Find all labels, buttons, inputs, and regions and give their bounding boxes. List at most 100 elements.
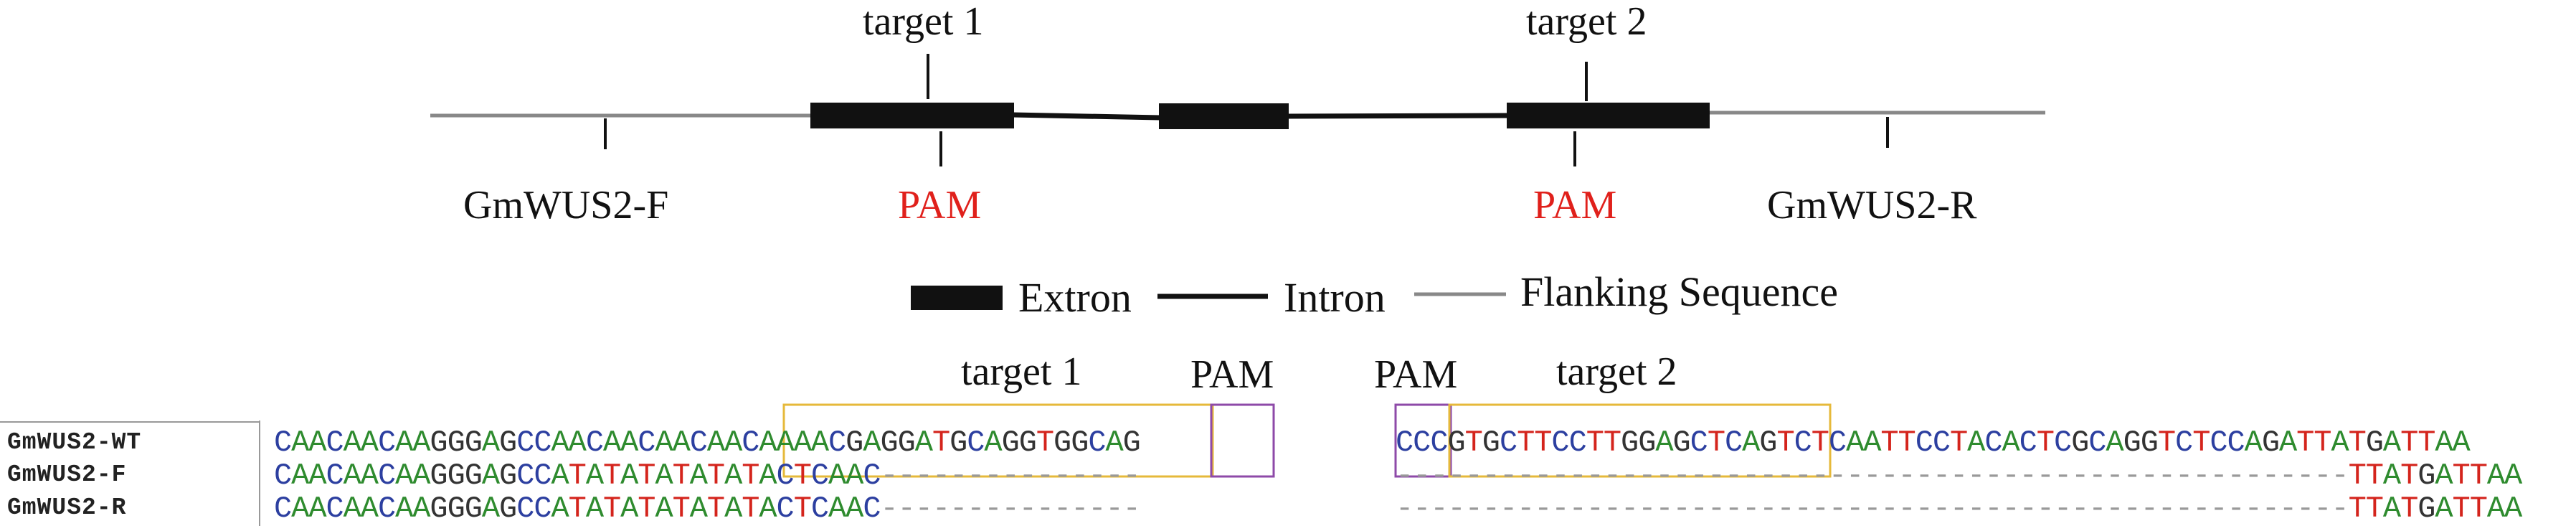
nucleotide-T: T (1950, 426, 1968, 460)
alignment-gap: - (2140, 459, 2159, 493)
alignment-gap: - (2261, 492, 2280, 526)
alignment-gap: - (2053, 459, 2072, 493)
row-name-wt: GmWUS2-WT (7, 429, 142, 456)
alignment-gap: - (1984, 492, 2002, 526)
alignment-gap: - (1551, 459, 1569, 493)
pam-left-box (1210, 403, 1275, 478)
nucleotide-G: G (1672, 426, 1691, 460)
nucleotide-T: T (1811, 426, 1829, 460)
nucleotide-A: A (759, 426, 777, 460)
nucleotide-G: G (499, 459, 517, 493)
alignment-pam-right-label: PAM (1374, 352, 1458, 397)
nucleotide-A: A (2278, 426, 2297, 460)
nucleotide-G: G (430, 426, 448, 460)
alignment-gap: - (1396, 459, 1414, 493)
nucleotide-A: A (481, 492, 500, 526)
alignment-gap: - (1828, 492, 1847, 526)
nucleotide-T: T (2348, 459, 2367, 493)
nucleotide-T: T (2469, 492, 2488, 526)
nucleotide-A: A (308, 426, 326, 460)
target1-box (782, 403, 1214, 478)
nucleotide-T: T (602, 492, 621, 526)
nucleotide-G: G (1018, 426, 1037, 460)
nucleotide-T: T (2418, 426, 2435, 460)
nucleotide-A: A (2331, 426, 2349, 460)
nucleotide-A: A (551, 492, 569, 526)
alignment-gap: - (1001, 492, 1020, 526)
alignment-gap: - (2261, 459, 2280, 493)
alignment-gap: - (1655, 492, 1673, 526)
nucleotide-T: T (1036, 426, 1054, 460)
alignment-gap: - (1088, 492, 1106, 526)
nucleotide-C: C (2210, 426, 2227, 460)
alignment-gap: - (1464, 459, 1483, 493)
nucleotide-G: G (1621, 426, 1639, 460)
alignment-gap: - (1534, 459, 1552, 493)
alignment-gap: - (2157, 459, 2176, 493)
alignment-gap: - (1932, 459, 1951, 493)
alignment-gap: - (1724, 492, 1743, 526)
nucleotide-A: A (481, 459, 500, 493)
alignment-gap: - (1742, 492, 1760, 526)
nucleotide-A: A (602, 426, 621, 460)
alignment-gap: - (2210, 492, 2227, 526)
alignment-gap: - (2106, 459, 2123, 493)
nucleotide-A: A (308, 459, 326, 493)
nucleotide-A: A (759, 459, 777, 493)
alignment-gap: - (1396, 492, 1414, 526)
alignment-gap: - (1828, 459, 1847, 493)
alignment-target2-label: target 2 (1556, 349, 1677, 394)
nucleotide-A: A (395, 492, 413, 526)
nucleotide-T: T (2192, 426, 2210, 460)
nucleotide-C: C (810, 492, 829, 526)
alignment-gap: - (1499, 459, 1517, 493)
alignment-gap: - (2106, 492, 2123, 526)
exon-2 (1159, 103, 1289, 129)
alignment-gap: - (880, 492, 898, 526)
alignment-gap: - (2036, 459, 2055, 493)
alignment-gap: - (1036, 459, 1054, 493)
nucleotide-T: T (2314, 426, 2331, 460)
alignment-pam-left-label: PAM (1190, 352, 1274, 397)
nucleotide-G: G (464, 459, 483, 493)
alignment-gap: - (1413, 459, 1431, 493)
nucleotide-C: C (1794, 426, 1812, 460)
nucleotide-C: C (2053, 426, 2072, 460)
alignment-gap: - (1036, 492, 1054, 526)
nucleotide-T: T (1586, 426, 1604, 460)
alignment-gap: - (1880, 492, 1898, 526)
nucleotide-T: T (2365, 459, 2384, 493)
nucleotide-G: G (1001, 426, 1020, 460)
nucleotide-T: T (568, 459, 587, 493)
nucleotide-C: C (1568, 426, 1587, 460)
nucleotide-T: T (793, 459, 812, 493)
alignment-gap: - (1742, 459, 1760, 493)
alignment-gap: - (2314, 459, 2331, 493)
nucleotide-A: A (551, 426, 569, 460)
alignment-gap: - (1707, 459, 1725, 493)
alignment-gap: - (2244, 459, 2263, 493)
alignment-gap: - (1655, 459, 1673, 493)
nucleotide-A: A (2002, 426, 2019, 460)
alignment-gap: - (1018, 459, 1037, 493)
nucleotide-G: G (2418, 492, 2435, 526)
nucleotide-G: G (1638, 426, 1656, 460)
alignment-gap: - (1950, 492, 1968, 526)
nucleotide-C: C (810, 459, 829, 493)
alignment-gap: - (1690, 492, 1708, 526)
nucleotide-C: C (742, 426, 759, 460)
alignment-gap: - (2175, 459, 2193, 493)
nucleotide-A: A (343, 426, 361, 460)
sequence-wt-right: CCCGTGCTTCCTTGGAGCTCAGTCTCAATTCCTACACTCG… (1396, 426, 2471, 460)
alignment-gap: - (1915, 492, 1933, 526)
nucleotide-A: A (395, 459, 413, 493)
nucleotide-C: C (534, 426, 551, 460)
alignment-gap: - (914, 492, 933, 526)
nucleotide-A: A (846, 459, 863, 493)
alignment-gap: - (2192, 459, 2210, 493)
nucleotide-A: A (585, 459, 604, 493)
nucleotide-C: C (534, 492, 551, 526)
alignment-gap: - (2227, 492, 2245, 526)
nucleotide-A: A (1967, 426, 1985, 460)
nucleotide-C: C (638, 426, 655, 460)
